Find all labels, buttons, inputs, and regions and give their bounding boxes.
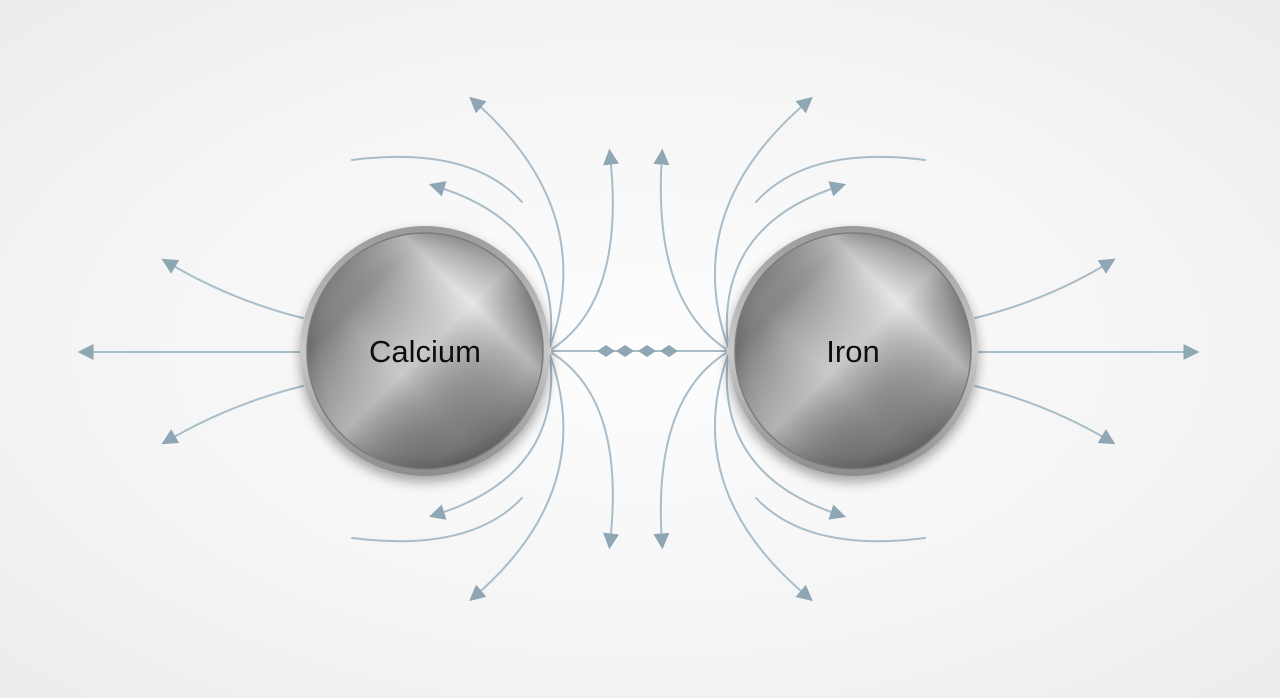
field-line bbox=[713, 354, 813, 602]
diamond-marker bbox=[660, 345, 678, 357]
field-line bbox=[551, 148, 620, 350]
field-line bbox=[725, 354, 847, 520]
field-line bbox=[653, 148, 727, 350]
diamond-marker bbox=[638, 345, 656, 357]
field-line bbox=[755, 497, 926, 543]
field-line bbox=[653, 352, 727, 550]
field-line bbox=[351, 497, 523, 543]
calcium-sphere: Calcium bbox=[300, 226, 550, 476]
center-diamonds bbox=[597, 345, 678, 357]
field-line bbox=[351, 155, 523, 203]
field-line bbox=[161, 385, 304, 445]
field-line bbox=[755, 155, 926, 203]
diamond-marker bbox=[597, 345, 615, 357]
field-line bbox=[974, 258, 1116, 319]
field-lines bbox=[77, 96, 1200, 602]
field-line bbox=[428, 181, 553, 348]
field-line bbox=[725, 181, 847, 348]
field-line bbox=[428, 354, 553, 520]
field-line bbox=[974, 385, 1116, 445]
calcium-label: Calcium bbox=[369, 334, 481, 369]
field-line bbox=[161, 258, 304, 319]
field-line bbox=[713, 96, 813, 348]
field-line bbox=[469, 354, 565, 602]
field-line bbox=[551, 352, 620, 550]
iron-label: Iron bbox=[826, 334, 879, 369]
iron-sphere: Iron bbox=[728, 226, 978, 476]
diamond-marker bbox=[616, 345, 634, 357]
field-line bbox=[469, 96, 565, 348]
